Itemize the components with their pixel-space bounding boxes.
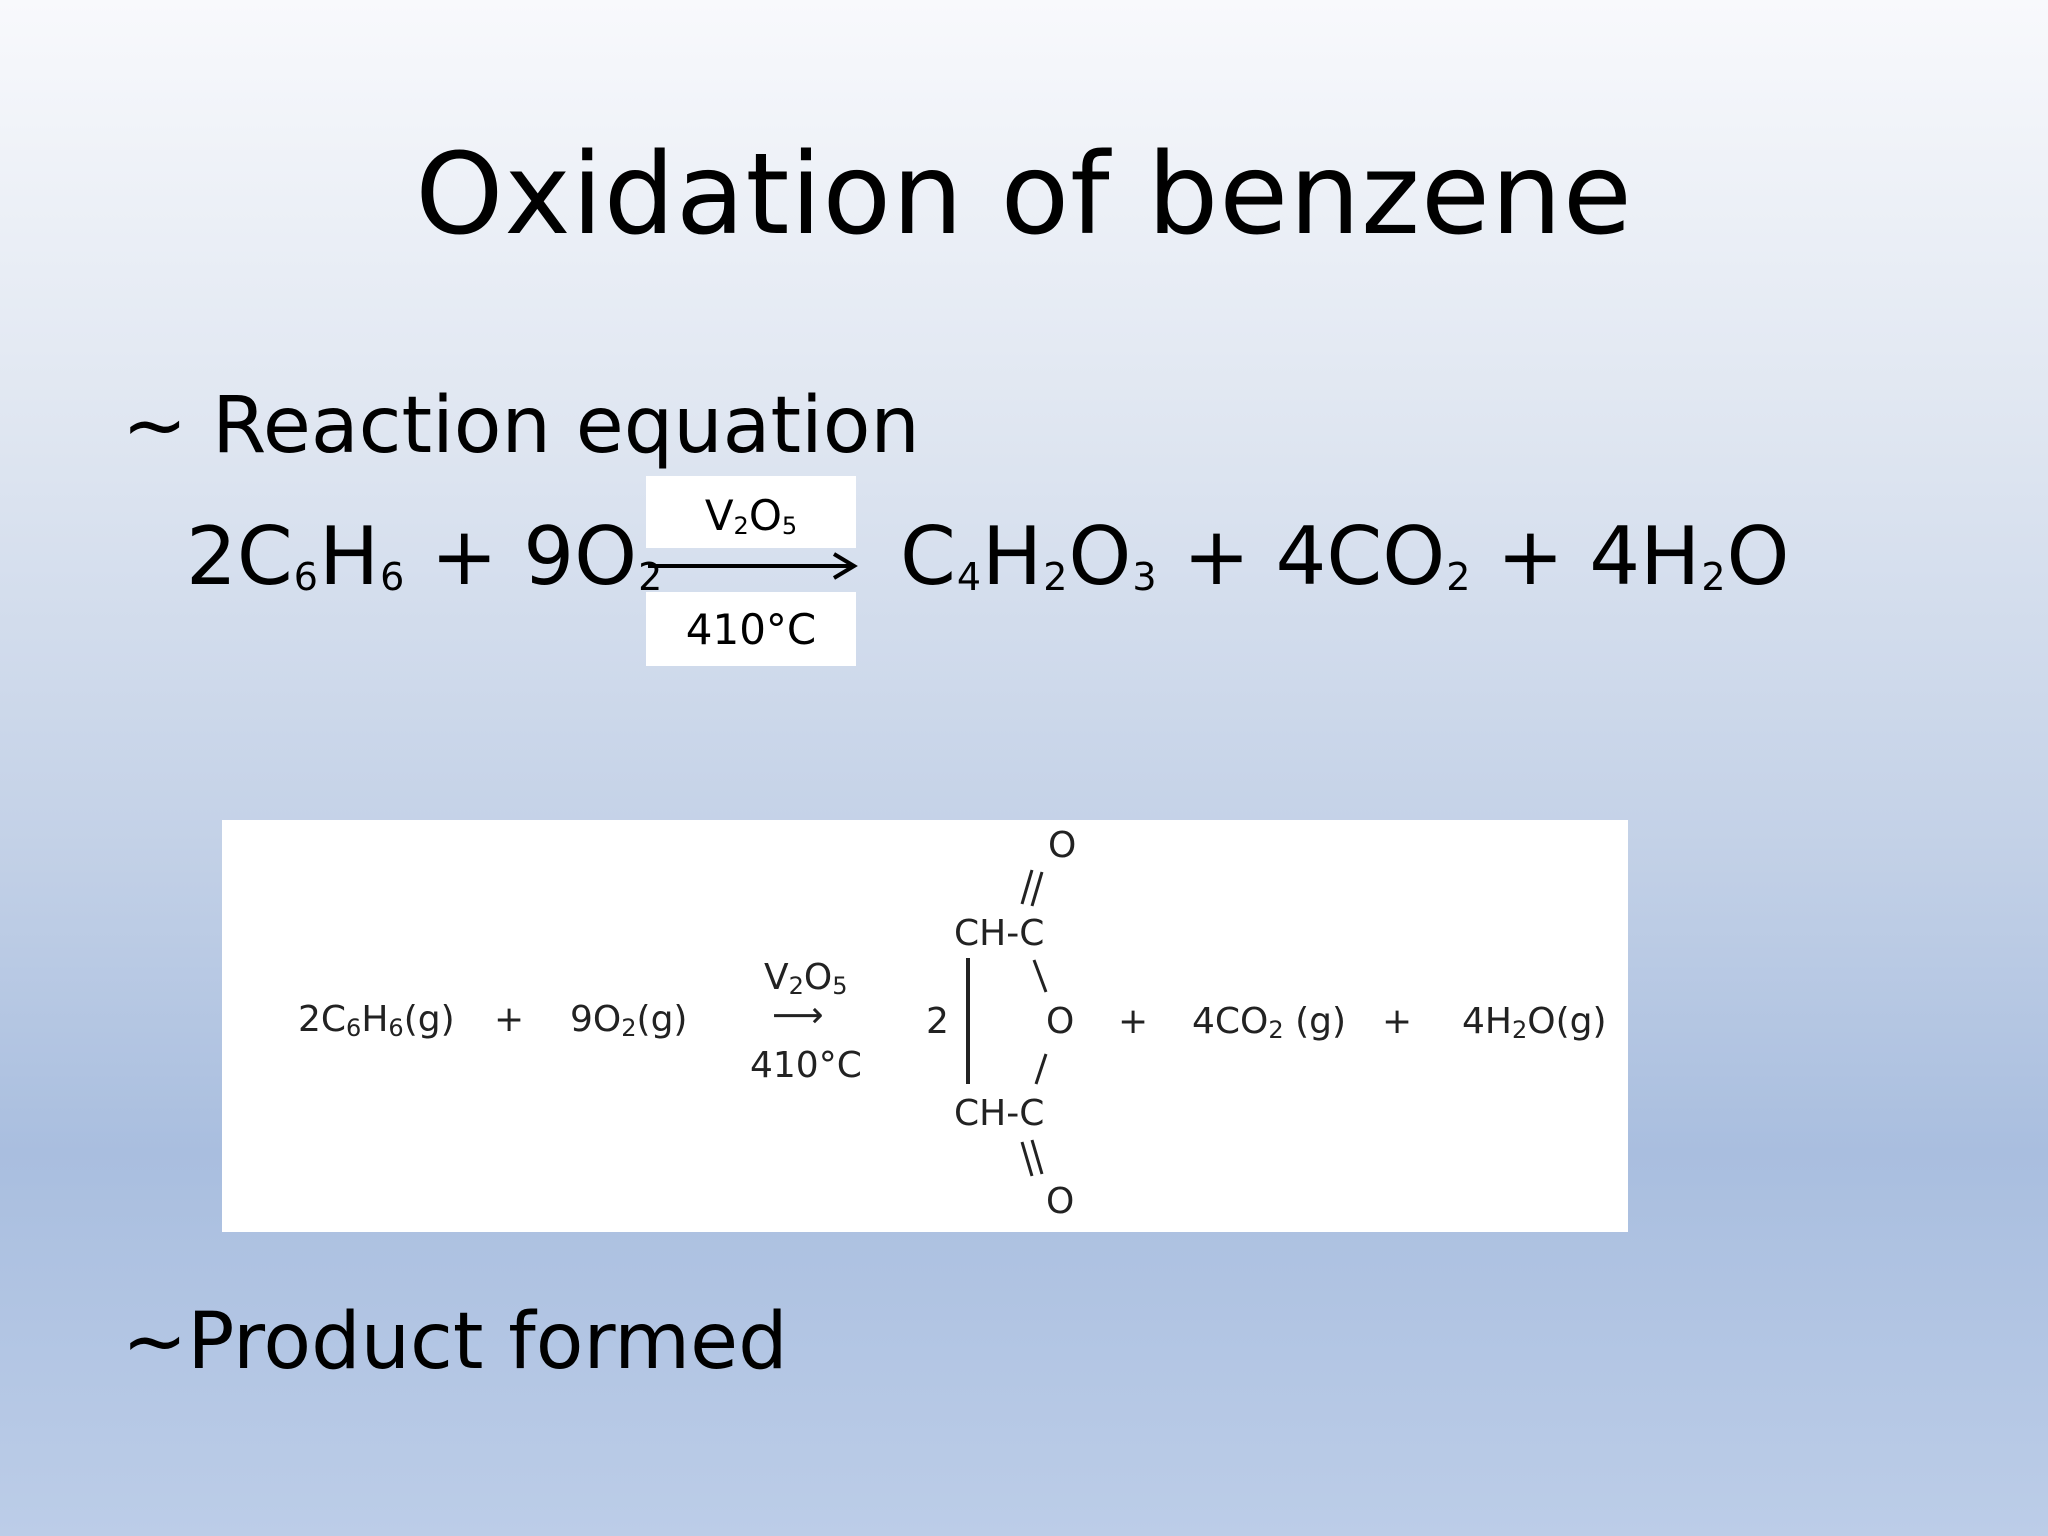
bullet-product-formed: ~Product formed	[122, 1297, 788, 1387]
diagram-o-bottom: O	[1046, 1181, 1075, 1222]
diagram-catalyst: V2O5	[764, 957, 848, 1001]
diagram-plus: +	[494, 999, 525, 1040]
diagram-o-top: O	[1048, 825, 1077, 866]
diagram-oxygen: 9O2(g)	[570, 999, 688, 1043]
reactant-oxygen: 9O2	[523, 510, 663, 603]
equation-products: C4H2O3 + 4CO2 + 4H2O	[900, 512, 1790, 622]
product-water: 4H2O	[1589, 510, 1790, 603]
diagram-o-ring: O	[1046, 1001, 1075, 1042]
slide-title: Oxidation of benzene	[415, 130, 1633, 260]
structural-equation-image: 2C6H6(g) + 9O2(g) V2O5 ⟶ 410°C 2 O CH-C …	[222, 820, 1628, 1232]
diagram-ch-top: CH-C	[954, 913, 1045, 954]
catalyst-label: V2O5	[646, 476, 856, 548]
diagram-temperature: 410°C	[750, 1045, 862, 1086]
diagram-benzene: 2C6H6(g)	[298, 999, 455, 1043]
product-carbon-dioxide: 4CO2	[1275, 510, 1471, 603]
product-maleic-anhydride: C4H2O3	[900, 510, 1157, 603]
plus-sign: +	[1182, 510, 1251, 603]
diagram-arrow-icon: ⟶	[772, 995, 824, 1036]
diagram-ch-bottom: CH-C	[954, 1093, 1045, 1134]
equation-reactants: 2C6H6 + 9O2	[186, 512, 663, 622]
diagram-h2o: 4H2O(g)	[1462, 1001, 1607, 1045]
diagram-plus: +	[1118, 1001, 1149, 1042]
diagram-coefficient: 2	[926, 1001, 949, 1042]
reactant-benzene: 2C6H6	[186, 510, 405, 603]
diagram-plus: +	[1382, 1001, 1413, 1042]
plus-sign: +	[1496, 510, 1564, 603]
diagram-co2: 4CO2 (g)	[1192, 1001, 1347, 1045]
temperature-label: 410°C	[646, 592, 856, 666]
ring-bonds-icon	[966, 869, 1048, 1177]
reaction-arrow-icon	[648, 552, 858, 580]
bullet-reaction-equation: ~ Reaction equation	[122, 381, 920, 471]
plus-sign: +	[430, 510, 498, 603]
